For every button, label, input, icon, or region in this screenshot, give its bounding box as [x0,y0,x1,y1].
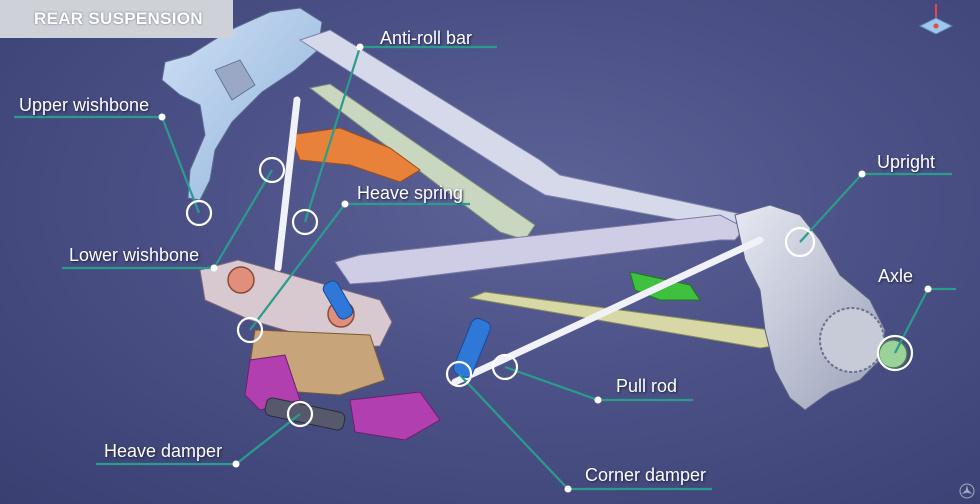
ring-anti-roll-bar [291,208,319,236]
ring-pull-rod [491,353,519,381]
gearbox-housing [161,7,323,201]
leader-dots [158,43,932,493]
ring-upright [784,226,816,258]
pushrod-part [274,96,301,272]
label-axle: Axle [878,266,914,286]
navigation-cube-icon [918,4,954,35]
upright-part [734,204,886,411]
star-emblem-icon [959,483,975,499]
ring-heave-spring [236,316,264,344]
hub-gear [819,307,885,373]
label-pull-rod: Pull rod [616,376,678,396]
corner-damper-left [322,280,354,320]
gearbox-detail [214,59,256,101]
anti-roll-bar-part [289,127,421,183]
leader-upright [799,172,952,243]
callout-rings [185,156,914,428]
label-upper-wishbone: Upper wishbone [19,95,150,115]
label-anti-roll-bar: Anti-roll bar [380,28,473,48]
lower-arm-rear [334,214,746,285]
page-title: REAR SUSPENSION [34,9,203,28]
rocker-pivot-left [227,266,255,294]
upper-wishbone-front-arm [308,83,536,241]
leader-upper-wishbone [14,115,201,214]
label-upright: Upright [877,152,936,172]
label-lower-wishbone: Lower wishbone [69,245,200,265]
ring-lower-wishbone [258,156,286,184]
ring-corner-damper [445,360,473,388]
pull-rod-part [451,236,764,386]
label-heave-damper: Heave damper [104,441,223,461]
ring-axle [876,334,914,372]
label-corner-damper: Corner damper [585,465,707,485]
label-heave-spring: Heave spring [357,183,464,203]
ring-heave-damper [286,400,314,428]
leader-axle [894,287,956,354]
ring-upper-wishbone [185,199,213,227]
title-banner: REAR SUSPENSION [0,0,233,38]
heave-bracket-right [349,391,441,441]
